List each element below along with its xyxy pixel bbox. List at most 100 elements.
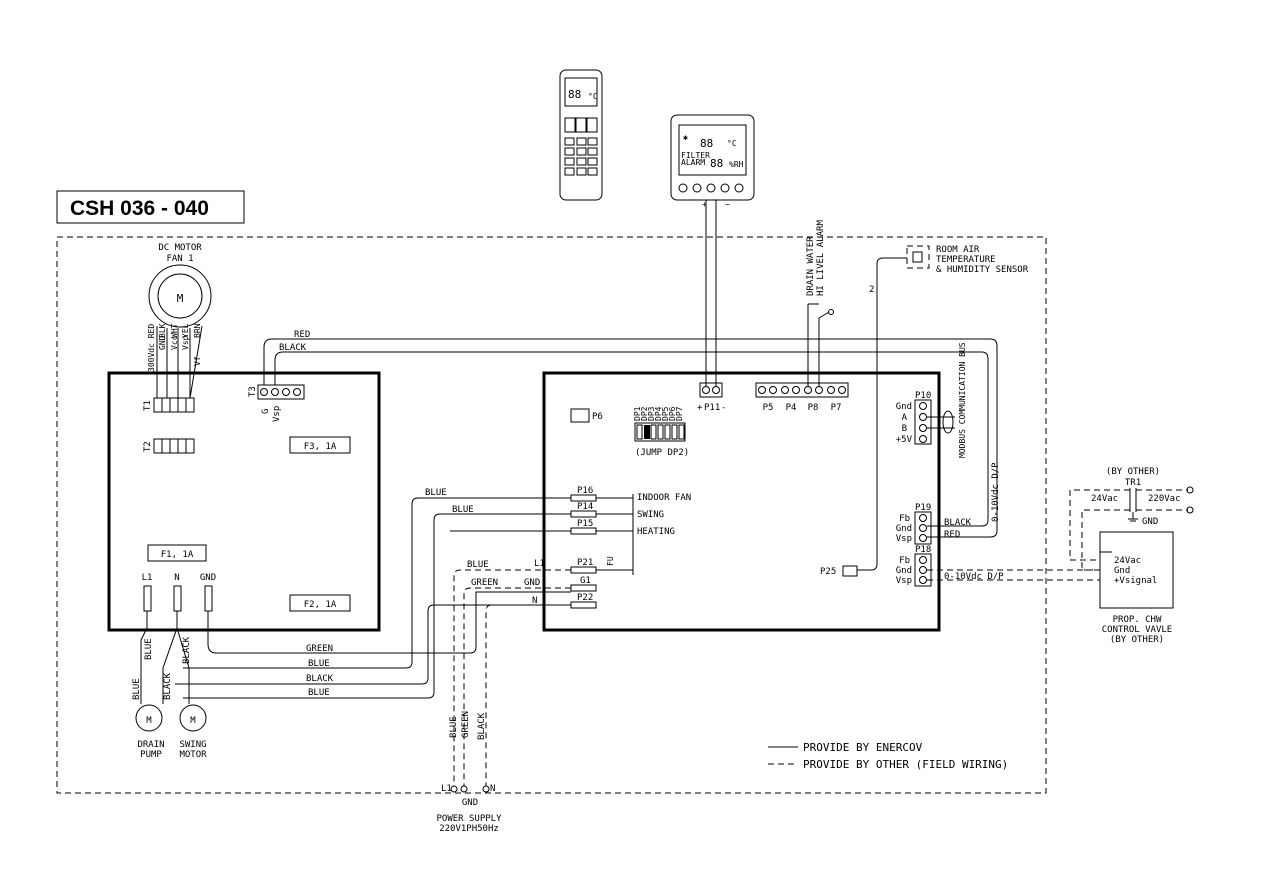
svg-text:+5V: +5V — [896, 435, 913, 445]
panel-filter-label: FILTER — [681, 151, 710, 160]
svg-text:Fb: Fb — [899, 514, 910, 524]
indoor-fan-label: INDOOR FAN — [637, 493, 691, 503]
fan-label-1: DC MOTOR — [158, 243, 202, 253]
wire-blue-1: BLUE — [308, 659, 330, 669]
svg-text:GND: GND — [158, 335, 167, 350]
power-supply: L1 N GND POWER SUPPLY 220V1PH50Hz — [436, 784, 502, 834]
wire-blue-p14: BLUE — [452, 505, 474, 515]
title-block: CSH 036 - 040 — [56, 190, 245, 224]
field-blue-vlabel: BLUE — [449, 716, 459, 738]
swing-label: SWING — [637, 510, 664, 520]
internal-wiring — [175, 497, 571, 699]
fan-pin-labels: 300Vdc RED GND BLK Vcc WHT Vsp YEL Vf BR… — [147, 323, 202, 372]
control-board-right: P6 + P11 - P5 P4 P8 P7 DP1 DP2 DP3 DP4 D… — [524, 371, 941, 632]
sensor-wire-count: 2 — [869, 285, 874, 295]
remote-keypad — [564, 137, 598, 176]
t3-g-label: G — [261, 409, 271, 414]
power-label-2: 220V1PH50Hz — [439, 824, 499, 834]
wire-red-label: RED — [294, 330, 310, 340]
swing-motor-label-1: SWING — [179, 740, 206, 750]
panel-alarm-label: ALARM — [681, 158, 705, 167]
p14-label: P14 — [577, 502, 593, 512]
modbus-bus: MODBUS COMMUNICATION BUS — [927, 342, 967, 458]
svg-text:B: B — [902, 424, 907, 434]
panel-plus: + — [702, 200, 707, 209]
t1-label: T1 — [143, 400, 153, 411]
svg-text:BRN: BRN — [193, 323, 202, 338]
svg-text:Vf: Vf — [193, 356, 202, 366]
left-blue-label: BLUE — [144, 638, 154, 660]
p21-label: P21 — [577, 558, 593, 568]
svg-text:DP2: DP2 — [640, 406, 649, 421]
tr-by-other: (BY OTHER) — [1106, 467, 1160, 477]
drain-pump-label-2: PUMP — [140, 750, 162, 760]
drain-pump-label-1: DRAIN — [137, 740, 164, 750]
svg-text:DP7: DP7 — [675, 406, 684, 421]
left-l1-label: L1 — [142, 573, 153, 583]
g1-gnd-label: GND — [524, 578, 540, 588]
fan-label-2: FAN 1 — [166, 254, 193, 264]
fuse-f1: F1, 1A — [161, 550, 194, 560]
svg-text:Vcc: Vcc — [170, 335, 179, 350]
valve-24vac: 24Vac — [1114, 556, 1141, 566]
swing-motor-label-2: MOTOR — [179, 750, 207, 760]
power-n: N — [490, 784, 495, 794]
field-power-wiring: BLUE GREEN BLUE GREEN BLACK — [449, 560, 571, 786]
fuse-fu-label: FU — [606, 556, 615, 566]
tr-24vac: 24Vac — [1091, 494, 1118, 504]
field-green-vlabel: GREEN — [461, 711, 471, 738]
modbus-label: MODBUS COMMUNICATION BUS — [958, 342, 967, 458]
wire-blue-2: BLUE — [308, 688, 330, 698]
sensor-line1: ROOM AIR — [936, 245, 980, 255]
g1-label: G1 — [580, 576, 591, 586]
diagram-title: CSH 036 - 040 — [70, 197, 209, 220]
p19-red-label: RED — [944, 530, 960, 540]
wire-blue-p16: BLUE — [425, 488, 447, 498]
svg-text:DP1: DP1 — [633, 406, 642, 421]
svg-text:Gnd: Gnd — [896, 402, 912, 412]
sensor-line3: & HUMIDITY SENSOR — [936, 265, 1029, 275]
drain-blue-label: BLUE — [132, 678, 142, 700]
jump-label: (JUMP DP2) — [635, 448, 689, 458]
fuse-f3: F3, 1A — [304, 442, 337, 452]
panel-display-rh: 88 — [710, 157, 723, 170]
svg-text:DP4: DP4 — [654, 406, 663, 421]
p11-minus: - — [721, 403, 726, 413]
fan-motor-letter: M — [177, 292, 184, 305]
svg-text:Vsp: Vsp — [181, 335, 190, 350]
svg-text:300Vdc RED: 300Vdc RED — [147, 324, 156, 372]
fuse-f2: F2, 1A — [304, 600, 337, 610]
panel-buttons — [678, 183, 744, 193]
wall-control-panel: ✱ 88 °C FILTER ALARM 88 %RH + − — [670, 114, 755, 209]
p15-label: P15 — [577, 519, 593, 529]
drain-alarm-line2: HI LIVEL ALARM — [816, 220, 826, 296]
left-gnd-label: GND — [200, 573, 216, 583]
p4-label: P4 — [786, 403, 797, 413]
panel-display-temp: 88 — [700, 137, 713, 150]
svg-text:DP6: DP6 — [668, 406, 677, 421]
p11-label: P11 — [704, 403, 720, 413]
left-n-label: N — [174, 573, 179, 583]
swing-motor-letter: M — [190, 716, 196, 726]
t3-label: T3 — [248, 386, 258, 397]
t3-red-black-wires: RED BLACK — [263, 330, 998, 538]
panel-unit-rh: %RH — [729, 160, 744, 169]
tr-220vac: 220Vac — [1148, 494, 1181, 504]
svg-text:BLK: BLK — [158, 323, 167, 338]
drain-water-alarm: DRAIN WATER HI LIVEL ALARM — [806, 220, 834, 386]
svg-text:DP3: DP3 — [647, 406, 656, 421]
unit-enclosure — [56, 236, 1047, 794]
dc-motor-fan: DC MOTOR FAN 1 M 300Vdc RED GND BLK Vcc … — [147, 243, 212, 399]
valve-gnd: Gnd — [1114, 566, 1130, 576]
legend-solid-label: PROVIDE BY ENERCOV — [803, 741, 923, 754]
power-label-1: POWER SUPPLY — [436, 814, 502, 824]
swing-motor: M SWING MOTOR BLACK BLACK — [162, 611, 207, 760]
p19-0-10v-label: 0-10Vdc D/P — [991, 462, 1001, 522]
remote-unit: °C — [588, 92, 598, 101]
left-black-label: BLACK — [182, 636, 192, 664]
tr1-label: TR1 — [1125, 478, 1141, 488]
svg-text:YEL: YEL — [181, 323, 190, 338]
legend: PROVIDE BY ENERCOV PROVIDE BY OTHER (FIE… — [768, 741, 1008, 771]
wire-black-1: BLACK — [306, 674, 334, 684]
